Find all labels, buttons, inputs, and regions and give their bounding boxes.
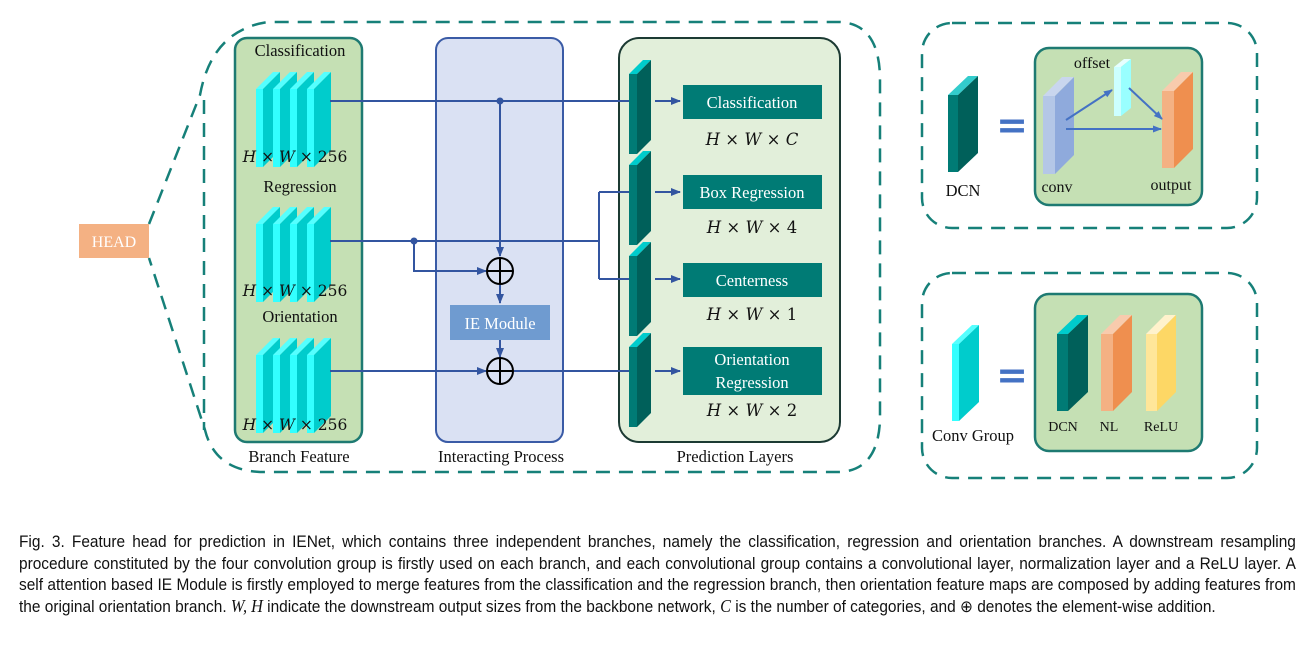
dcn-offset-slab [1114, 59, 1131, 116]
conv-group-nl-slab [1101, 315, 1132, 411]
prediction-output: Box Regression H × W × 4 [629, 151, 822, 245]
dcn-slab [629, 333, 651, 427]
conv-group-legend: Conv Group = DCN NL ReLU [920, 271, 1259, 480]
branch-title: Regression [263, 177, 336, 196]
ie-module: IE Module [450, 305, 550, 340]
head-label: HEAD [92, 234, 136, 251]
output-box [683, 85, 822, 119]
output-box [683, 347, 822, 395]
head-expansion-outline [147, 20, 882, 474]
output-label: Box Regression [700, 183, 805, 202]
conv-group-symbol-slab [952, 325, 979, 421]
dcn-conv-label: conv [1041, 179, 1072, 196]
branch-classification: Classification H × W × 256 [242, 41, 348, 167]
conv-group-dcn-slab [1057, 315, 1088, 411]
conv-group-equals-sign: = [996, 353, 1028, 397]
conv-group-part-label: ReLU [1144, 420, 1178, 435]
conv-group-slab [307, 338, 331, 433]
prediction-layers-box [618, 37, 841, 443]
dcn-slab [629, 151, 651, 245]
conv-group-slab [307, 207, 331, 302]
output-box [683, 175, 822, 209]
conv-group-part-label: DCN [1048, 420, 1078, 435]
caption-text: indicate the downstream output sizes fro… [262, 596, 721, 616]
output-box [683, 263, 822, 297]
conv-group-slab [307, 72, 331, 167]
dcn-equals-sign: = [996, 103, 1028, 147]
dcn-symbol-slab [948, 76, 978, 172]
dcn-legend: DCN = conv offset output [920, 21, 1259, 230]
output-dims: H × W × C [705, 130, 799, 149]
output-dims: H × W × 2 [706, 401, 798, 420]
dcn-offset-label: offset [1074, 55, 1111, 72]
branch-orientation: Orientation H × W × 256 [242, 307, 348, 434]
reg-to-add1-arrow [413, 241, 487, 275]
prediction-output: Classification H × W × C [629, 60, 822, 154]
dcn-offset-to-output-arrow [1128, 87, 1163, 120]
dcn-slab [629, 60, 651, 154]
dcn-output-label: output [1151, 177, 1192, 194]
dcn-symbol-label: DCN [946, 181, 981, 200]
dcn-legend-border [920, 21, 1259, 230]
branch-dims: H × W × 256 [242, 148, 348, 166]
output-dims: H × W × 4 [706, 218, 798, 237]
output-dims: H × W × 1 [706, 305, 798, 324]
interacting-process-title: Interacting Process [438, 447, 564, 466]
prediction-layers-title: Prediction Layers [677, 447, 794, 466]
conv-group-part-label: NL [1100, 420, 1119, 435]
dcn-slab [629, 242, 651, 336]
branch-dims: H × W × 256 [242, 416, 348, 434]
caption-text: is the number of categories, and ⊕ denot… [730, 596, 1216, 616]
ie-module-label: IE Module [464, 314, 535, 333]
caption-math: C [720, 595, 731, 616]
figure-caption: Fig. 3. Feature head for prediction in I… [19, 531, 1296, 617]
branch-regression: Regression H × W × 256 [242, 177, 348, 302]
dcn-conv-slab [1043, 77, 1074, 174]
ie-module-box [450, 305, 550, 340]
conv-group-symbol-label: Conv Group [932, 426, 1014, 445]
dcn-detail-box [1033, 46, 1204, 207]
dcn-output-slab [1162, 72, 1193, 168]
head-box [79, 224, 149, 258]
branch-dims: H × W × 256 [242, 282, 348, 300]
output-label: Orientation [714, 350, 789, 369]
branch-title: Classification [255, 41, 346, 60]
output-label: Classification [707, 93, 798, 112]
head-dashed-boundary [147, 20, 882, 474]
conv-group-legend-border [920, 271, 1259, 480]
conv-group-relu-slab [1146, 315, 1176, 411]
add-node-2 [486, 357, 514, 385]
caption-math: W, H [230, 595, 263, 616]
ienet-head-diagram: HEAD Branch Feature Classification H × W … [79, 20, 1259, 480]
head-node: HEAD [79, 224, 149, 258]
prediction-layers-panel: Prediction Layers [618, 37, 841, 466]
caption-text: Fig. 3. Feature head for prediction in I… [19, 532, 1296, 616]
branch-title: Orientation [262, 307, 337, 326]
output-label: Regression [715, 373, 788, 392]
output-label: Centerness [716, 271, 788, 290]
prediction-output: Centerness H × W × 1 [629, 242, 822, 336]
connectors [330, 97, 681, 375]
dcn-conv-to-offset-arrow [1065, 89, 1113, 121]
branch-feature-title: Branch Feature [248, 447, 349, 466]
add-node-1 [486, 257, 514, 285]
